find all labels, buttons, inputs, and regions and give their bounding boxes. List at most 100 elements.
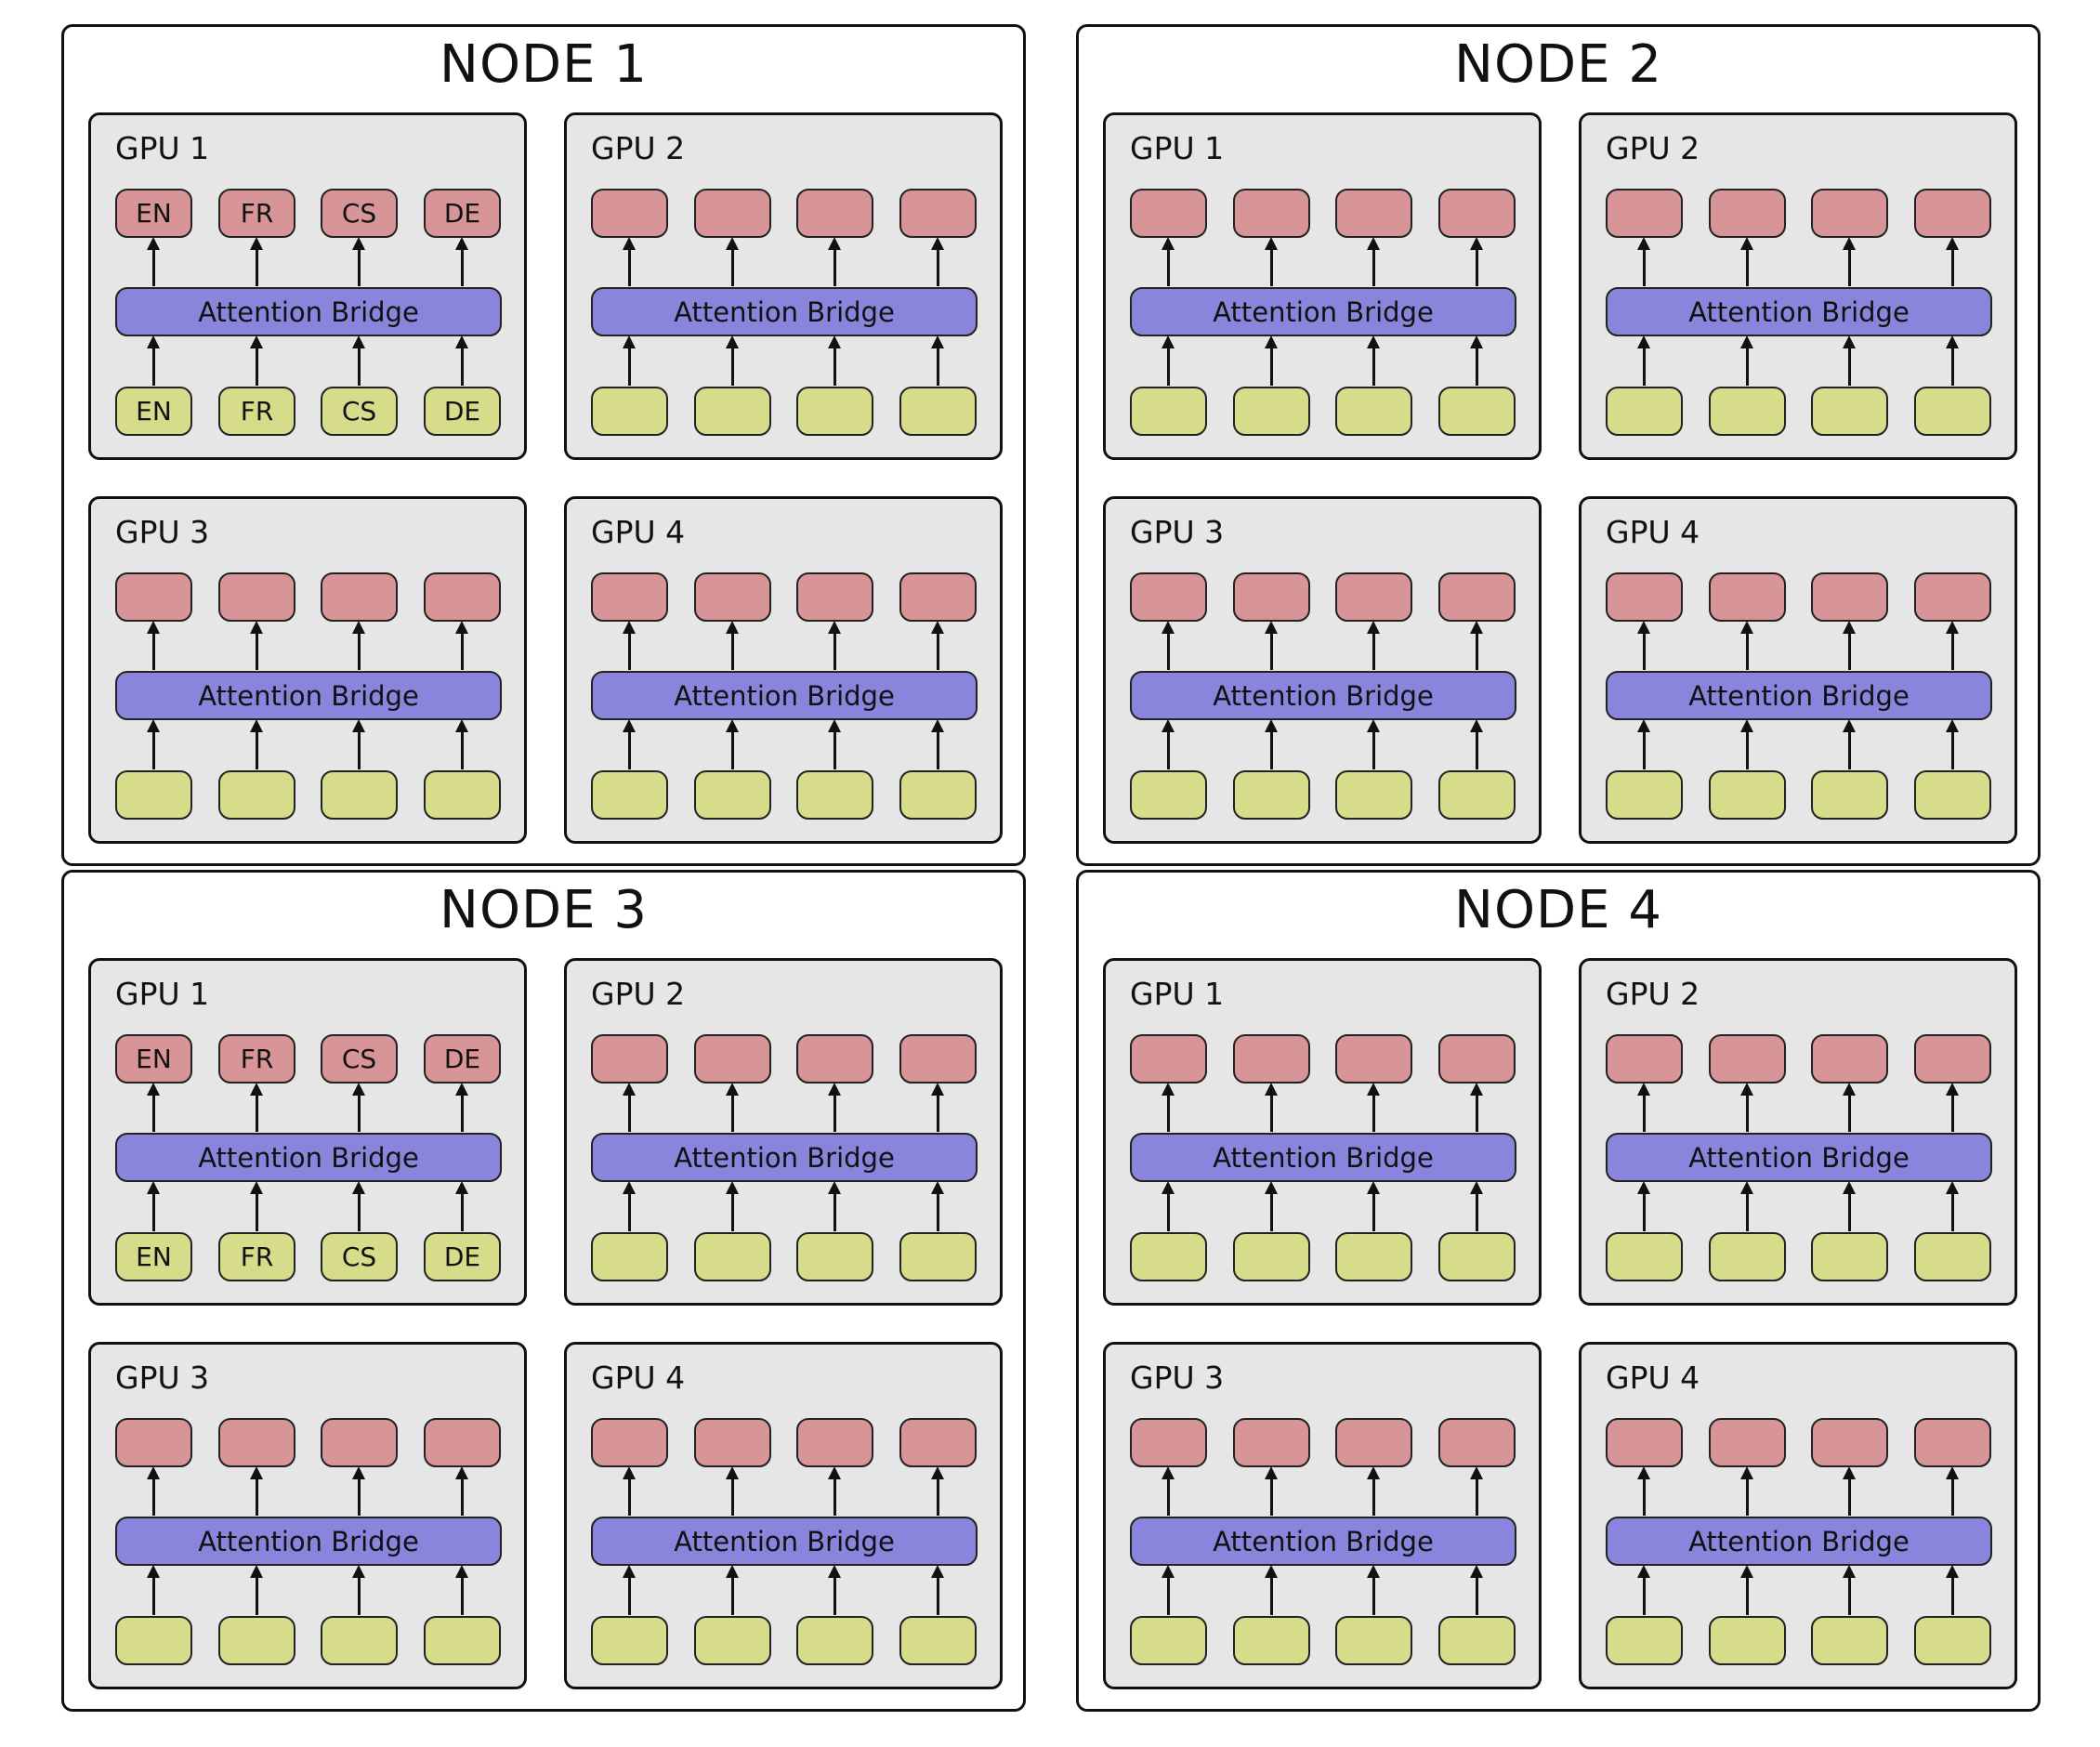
- encoder-box: [1811, 1232, 1888, 1281]
- arrow-up-icon: [1740, 1181, 1753, 1231]
- decoder-box: DE: [424, 189, 501, 238]
- arrow-up-icon: [1470, 719, 1483, 769]
- arrow-up-icon: [352, 1466, 365, 1516]
- gpu-label: GPU 4: [1606, 514, 1700, 550]
- gpu-label: GPU 1: [115, 976, 210, 1012]
- attention-bridge: Attention Bridge: [591, 1133, 978, 1182]
- arrow-up-icon: [1367, 1083, 1380, 1132]
- encoder-box: [1811, 1616, 1888, 1665]
- encoder-box: EN: [115, 387, 192, 436]
- arrow-up-icon: [455, 335, 468, 386]
- decoder-box: DE: [424, 1034, 501, 1084]
- decoder-box: [796, 572, 873, 622]
- arrow-up-icon: [726, 1565, 739, 1615]
- encoder-box: [1233, 1232, 1310, 1281]
- encoder-box: [796, 1232, 873, 1281]
- arrow-up-icon: [250, 1083, 263, 1132]
- gpu-label: GPU 3: [1130, 514, 1225, 550]
- arrow-up-icon: [352, 719, 365, 769]
- arrow-up-icon: [352, 1181, 365, 1231]
- arrow-up-icon: [352, 621, 365, 670]
- arrow-up-icon: [1265, 719, 1278, 769]
- attention-bridge: Attention Bridge: [591, 287, 978, 336]
- decoder-box: [694, 189, 771, 238]
- arrow-up-icon: [1740, 719, 1753, 769]
- arrow-up-icon: [1162, 1181, 1175, 1231]
- arrow-up-icon: [623, 237, 636, 286]
- arrow-up-icon: [1740, 621, 1753, 670]
- encoder-box: [115, 770, 192, 820]
- encoder-box: [1709, 1616, 1786, 1665]
- gpu-label: GPU 2: [1606, 976, 1700, 1012]
- decoder-box: [1335, 189, 1412, 238]
- decoder-box: [1233, 1034, 1310, 1084]
- encoder-box: [1606, 1616, 1683, 1665]
- arrow-up-icon: [1740, 1466, 1753, 1516]
- decoder-box: [899, 189, 977, 238]
- decoder-box: [1811, 1034, 1888, 1084]
- decoder-box: [1709, 1418, 1786, 1467]
- arrow-up-icon: [931, 621, 944, 670]
- encoder-box: [1914, 1616, 1991, 1665]
- encoder-box: [899, 387, 977, 436]
- encoder-box: [1233, 1616, 1310, 1665]
- encoder-box: [218, 1616, 295, 1665]
- decoder-box: [694, 1418, 771, 1467]
- arrow-up-icon: [1367, 1565, 1380, 1615]
- arrow-up-icon: [455, 1565, 468, 1615]
- decoder-box: [1233, 572, 1310, 622]
- decoder-box: FR: [218, 189, 295, 238]
- attention-bridge: Attention Bridge: [115, 1517, 502, 1566]
- decoder-box: [796, 1034, 873, 1084]
- decoder-box: [1709, 1034, 1786, 1084]
- arrow-up-icon: [250, 1466, 263, 1516]
- arrow-up-icon: [1470, 621, 1483, 670]
- gpu-label: GPU 1: [115, 130, 210, 166]
- encoder-box: [1709, 1232, 1786, 1281]
- arrow-up-icon: [1367, 335, 1380, 386]
- node-title: NODE 1: [440, 34, 648, 95]
- encoder-box: [1130, 1616, 1207, 1665]
- arrow-up-icon: [1162, 719, 1175, 769]
- arrow-up-icon: [931, 1466, 944, 1516]
- attention-bridge: Attention Bridge: [591, 671, 978, 720]
- arrow-up-icon: [1946, 719, 1959, 769]
- decoder-box: [591, 189, 668, 238]
- gpu-label: GPU 3: [1130, 1360, 1225, 1396]
- gpu-label: GPU 4: [1606, 1360, 1700, 1396]
- decoder-box: [1335, 1034, 1412, 1084]
- arrow-up-icon: [828, 719, 841, 769]
- encoder-box: [424, 1616, 501, 1665]
- encoder-box: [694, 387, 771, 436]
- arrow-up-icon: [147, 1565, 160, 1615]
- decoder-box: [424, 572, 501, 622]
- decoder-box: [1709, 572, 1786, 622]
- decoder-box: [591, 1034, 668, 1084]
- gpu-label: GPU 1: [1130, 976, 1225, 1012]
- arrow-up-icon: [1946, 621, 1959, 670]
- arrow-up-icon: [828, 335, 841, 386]
- decoder-box: CS: [321, 189, 398, 238]
- arrow-up-icon: [250, 237, 263, 286]
- arrow-up-icon: [623, 719, 636, 769]
- decoder-box: [1438, 189, 1516, 238]
- decoder-box: [591, 572, 668, 622]
- attention-bridge: Attention Bridge: [1130, 1517, 1516, 1566]
- encoder-box: FR: [218, 387, 295, 436]
- gpu-label: GPU 3: [115, 1360, 210, 1396]
- decoder-box: [796, 1418, 873, 1467]
- arrow-up-icon: [1637, 1565, 1650, 1615]
- encoder-box: [424, 770, 501, 820]
- encoder-box: [796, 770, 873, 820]
- decoder-box: EN: [115, 189, 192, 238]
- arrow-up-icon: [455, 1083, 468, 1132]
- gpu-label: GPU 4: [591, 1360, 686, 1396]
- arrow-up-icon: [1162, 1466, 1175, 1516]
- arrow-up-icon: [828, 1083, 841, 1132]
- arrow-up-icon: [1265, 237, 1278, 286]
